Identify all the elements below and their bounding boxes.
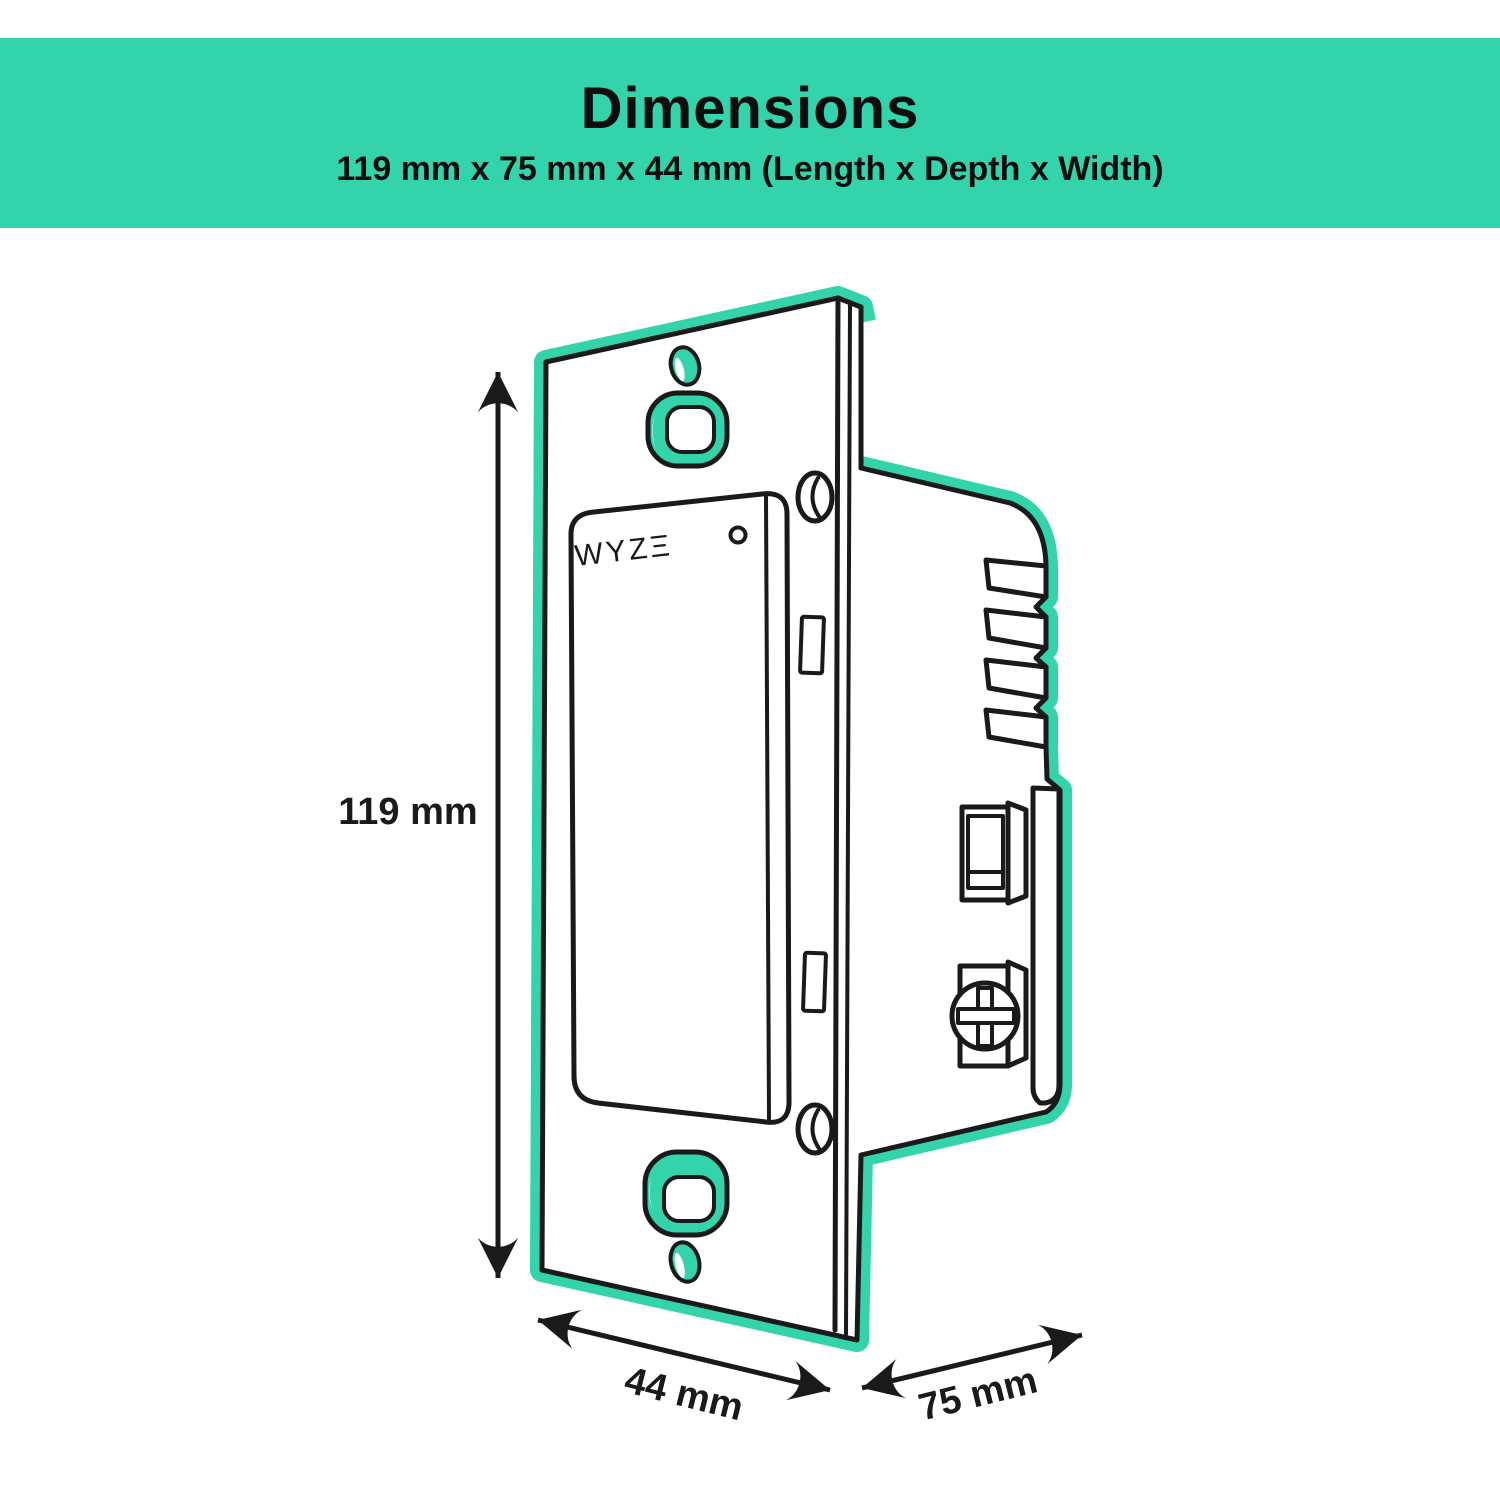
- faceplate-front: WYZΞ: [568, 345, 835, 1284]
- plate-slot-bottom: [801, 950, 828, 1014]
- header-band: Dimensions 119 mm x 75 mm x 44 mm (Lengt…: [0, 38, 1500, 228]
- width-dimension-label: 44 mm: [620, 1359, 747, 1429]
- screw-hole-bottom-small: [668, 1240, 702, 1284]
- terminal-box: [959, 800, 1029, 906]
- heatsink-fin: [983, 657, 1049, 701]
- faceplate-thickness-lines: [832, 295, 852, 1336]
- screw-boss-bottom: [795, 1102, 835, 1156]
- depth-dimension-arrow: [861, 1324, 1083, 1399]
- screw-boss-top: [795, 470, 835, 524]
- plate-slot-top: [798, 614, 826, 676]
- heatsink-fin: [983, 707, 1049, 750]
- silhouette-outline: [539, 295, 1063, 1343]
- switch-body-side: [949, 557, 1062, 1106]
- rocker-paddle: WYZΞ: [568, 491, 792, 1125]
- heatsink-fin: [983, 557, 1049, 600]
- mounting-hole-bottom: [642, 1149, 730, 1238]
- height-dimension-label: 119 mm: [338, 791, 477, 833]
- page-title: Dimensions: [580, 76, 920, 141]
- screw-hole-top-small: [668, 345, 702, 387]
- terminal-screw: [949, 959, 1029, 1069]
- mounting-hole-top: [645, 390, 730, 469]
- width-dimension-arrow: [537, 1309, 831, 1401]
- heatsink-fin: [983, 607, 1049, 651]
- mounting-flange: [1030, 785, 1062, 1106]
- page-subtitle: 119 mm x 75 mm x 44 mm (Length x Depth x…: [336, 150, 1164, 188]
- led-indicator: [728, 525, 748, 545]
